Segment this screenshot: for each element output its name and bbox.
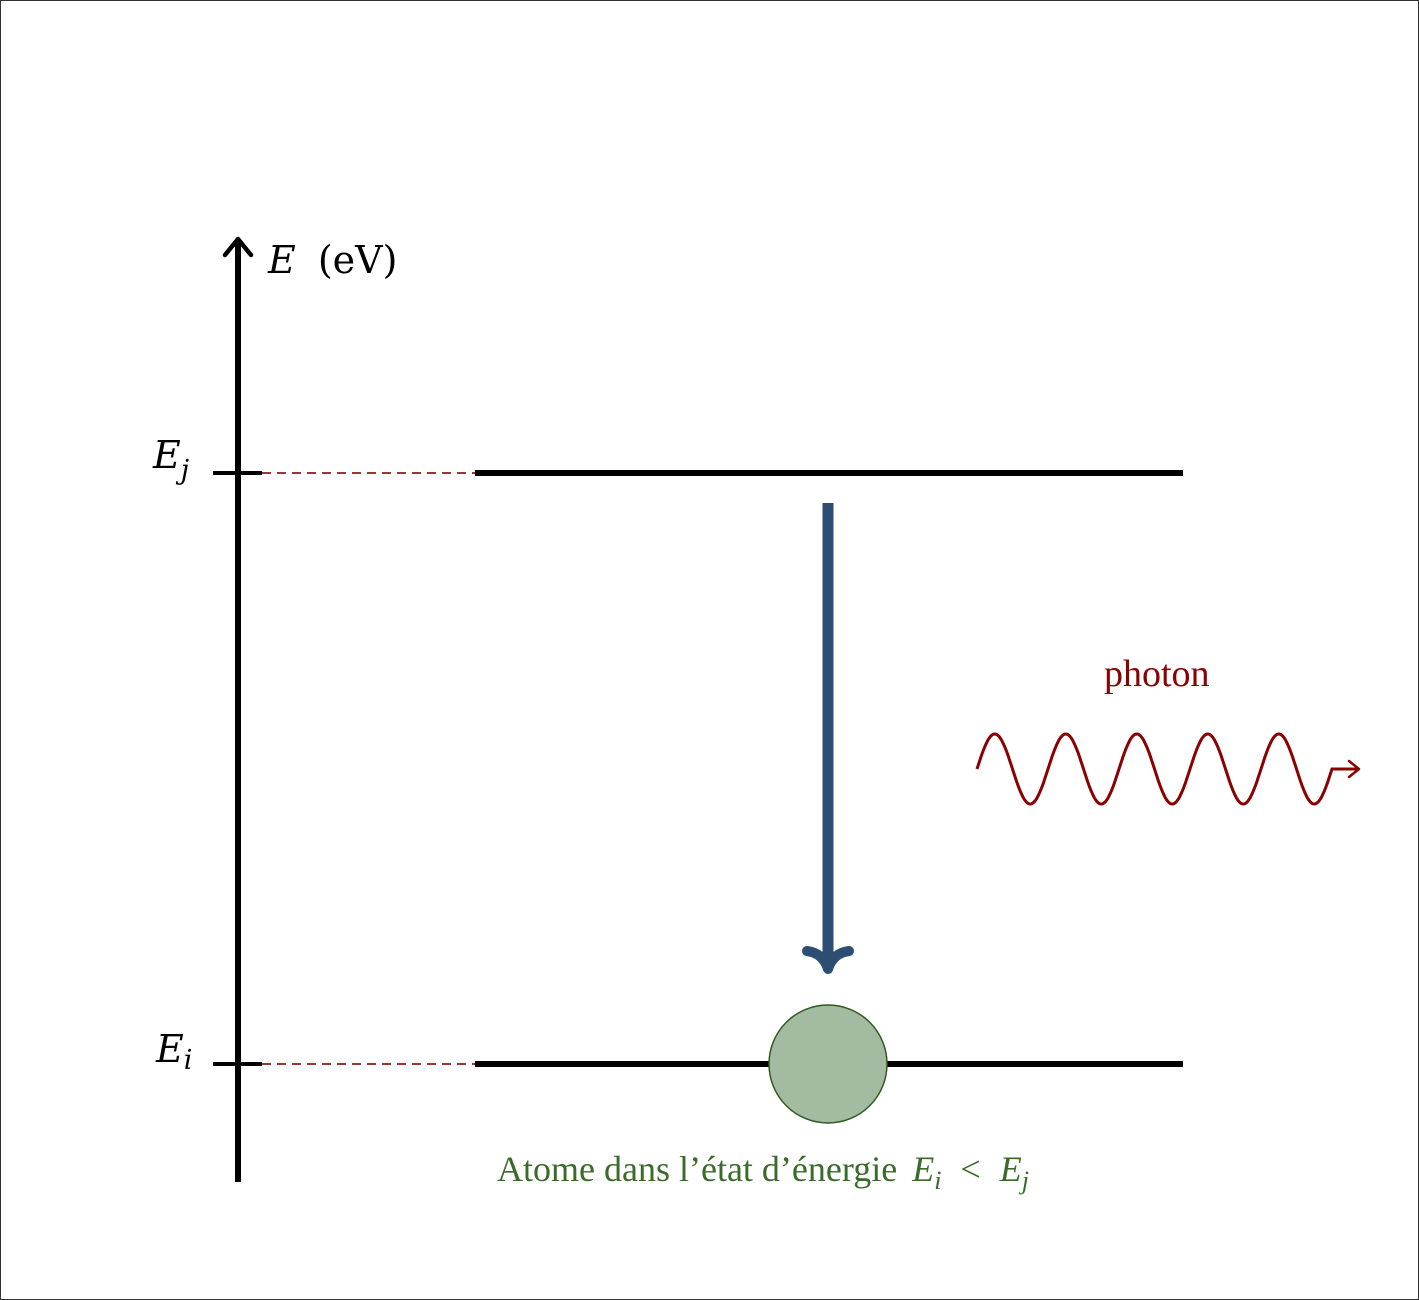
atom-caption-text: Atome dans l’état d’énergie [497,1149,897,1189]
axis-label: E (eV) [267,238,397,282]
transition-arrow-head [802,946,854,974]
photon-wave [975,732,1359,806]
atom-caption: Atome dans l’état d’énergie Ei < Ej [497,1149,1029,1197]
axis-symbol: E [267,238,296,282]
energy-axis-arrowhead [222,236,254,258]
axis-unit: (eV) [318,238,398,282]
level-label-lower: Ei [155,1027,192,1076]
atom-circle [768,1004,888,1124]
photon-label: photon [1104,653,1210,695]
photon-arrowhead [1347,759,1361,779]
level-label-upper: Ej [152,433,189,486]
